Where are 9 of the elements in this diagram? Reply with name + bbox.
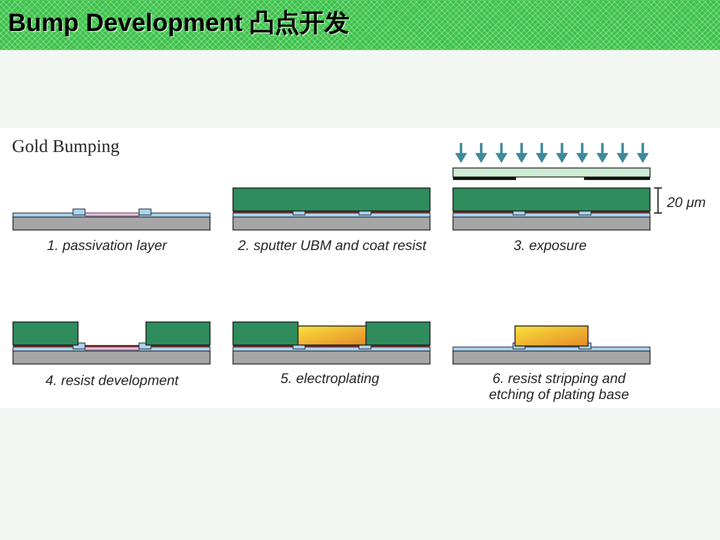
step-caption: 5. electroplating: [280, 370, 380, 386]
step-caption: 3. exposure: [514, 237, 587, 253]
step-caption: 2. sputter UBM and coat resist: [238, 237, 426, 253]
step-caption: 1. passivation layer: [47, 237, 167, 253]
step-caption: 4. resist development: [46, 372, 179, 388]
slide-title: Bump Development 凸点开发: [8, 8, 350, 39]
step-caption: 6. resist stripping and etching of plating base: [488, 370, 630, 402]
figure-heading: Gold Bumping: [12, 136, 120, 157]
dimension-label: 20 μm: [667, 194, 706, 210]
